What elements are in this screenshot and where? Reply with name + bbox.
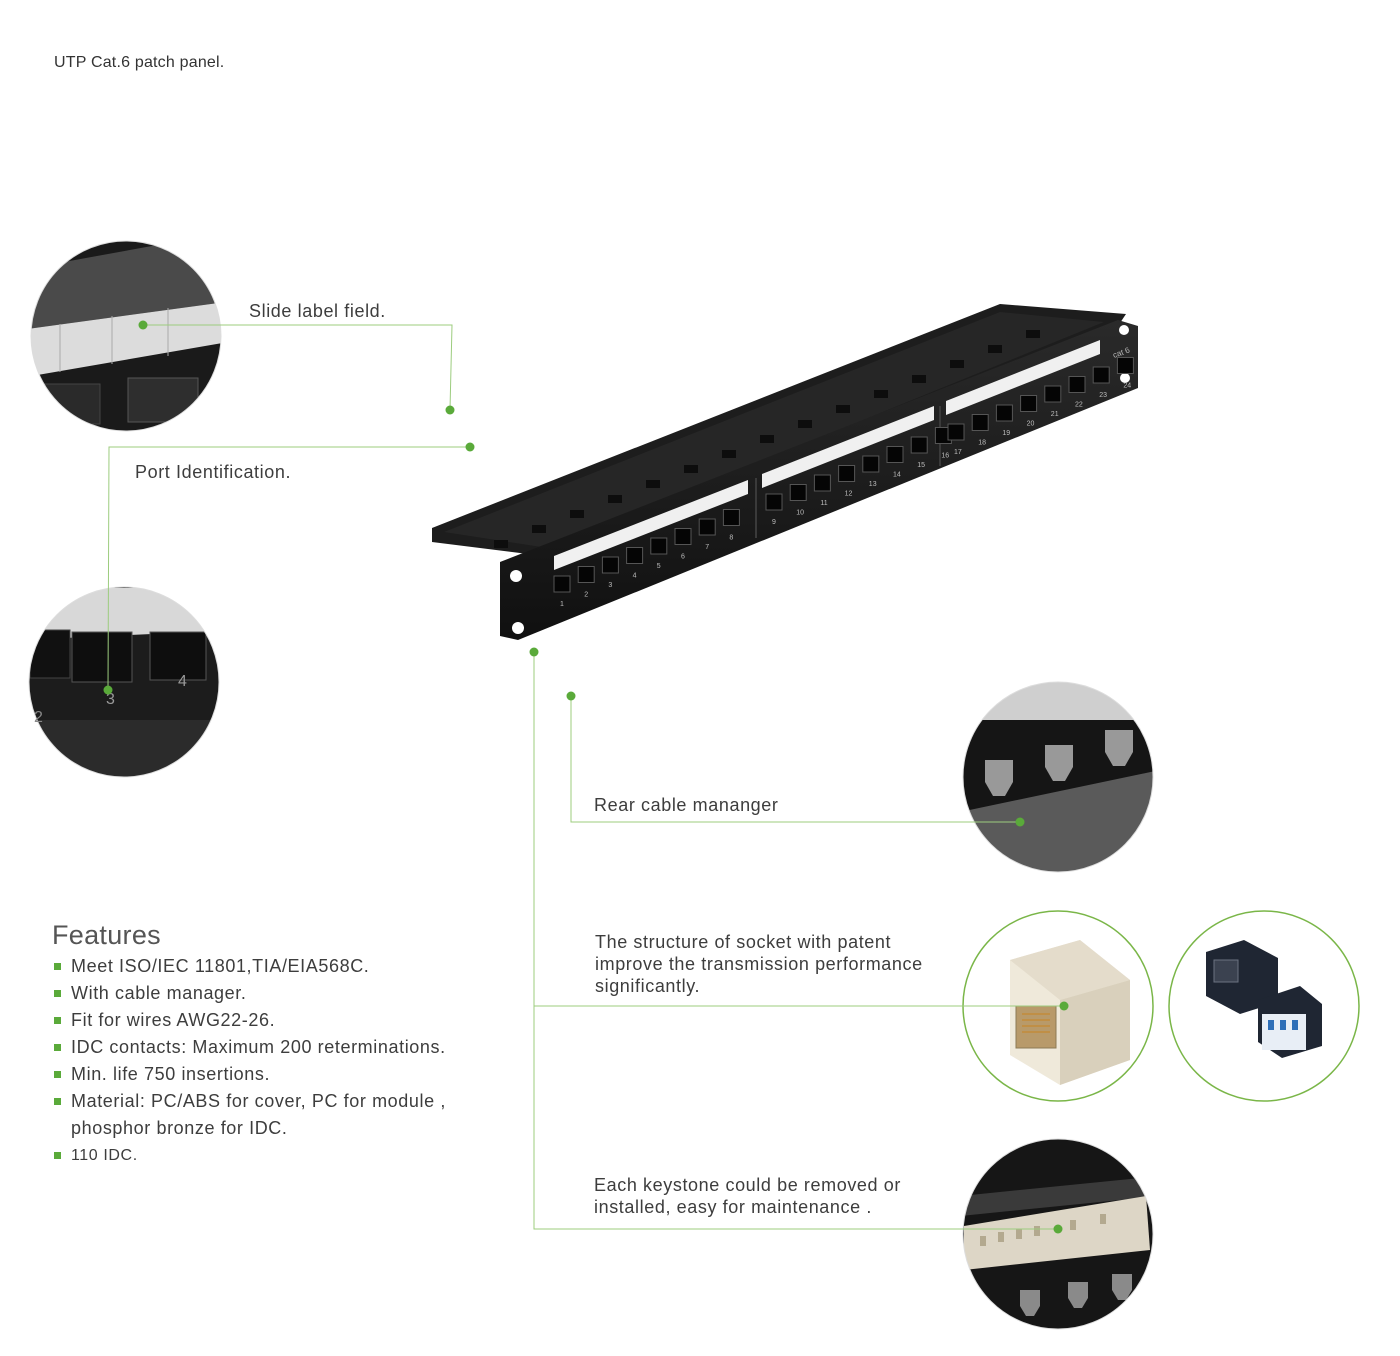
port-number: 12	[845, 491, 853, 498]
callout-line: improve the transmission performance	[595, 954, 923, 974]
rj45-port	[971, 414, 989, 431]
feature-item: Min. life 750 insertions.	[52, 1061, 446, 1088]
features-list: Meet ISO/IEC 11801,TIA/EIA568C. With cab…	[52, 953, 446, 1169]
rj45-port	[1044, 385, 1062, 403]
port-number: 18	[978, 440, 986, 447]
feature-item: With cable manager.	[52, 980, 446, 1007]
port-number: 9	[772, 519, 776, 526]
zoom-port-number: 3	[106, 691, 115, 708]
rj45-port	[674, 528, 692, 545]
rj45-port	[626, 547, 644, 564]
feature-item: Meet ISO/IEC 11801,TIA/EIA568C.	[52, 953, 446, 980]
socket-structure-callout: The structure of socket with patent impr…	[595, 931, 923, 997]
feature-item-text: Material: PC/ABS for cover, PC for modul…	[71, 1091, 446, 1111]
port-number: 4	[633, 573, 637, 580]
rear-cable-manager-callout: Rear cable mananger	[594, 795, 779, 815]
port-number: 1	[560, 601, 564, 608]
rj45-port	[1116, 357, 1134, 374]
rj45-port	[577, 566, 595, 583]
feature-item: Fit for wires AWG22-26.	[52, 1007, 446, 1034]
port-number: 15	[917, 462, 925, 469]
rj45-port	[838, 465, 856, 482]
port-number: 14	[893, 472, 901, 479]
port-number: 16	[941, 453, 949, 460]
leader-lines	[107, 324, 1064, 1230]
port-number: 5	[657, 563, 661, 570]
rear-cable-manager-zoom	[963, 682, 1153, 872]
features-heading: Features	[52, 920, 161, 950]
keystone-black-zoom	[1169, 911, 1359, 1101]
port-number: 20	[1027, 421, 1035, 428]
rj45-port	[947, 423, 965, 441]
rj45-port	[601, 556, 619, 574]
port-number: 21	[1051, 411, 1059, 418]
rj45-port	[813, 474, 831, 492]
port-identification-zoom	[29, 587, 219, 777]
port-number: 23	[1099, 392, 1107, 399]
slide-label-zoom	[31, 241, 221, 431]
rj45-port	[886, 446, 904, 463]
callout-line: The structure of socket with patent	[595, 932, 892, 952]
rj45-port	[789, 484, 807, 501]
port-number: 19	[1002, 430, 1010, 437]
feature-item-continuation: phosphor bronze for IDC.	[71, 1118, 288, 1138]
port-number: 10	[796, 510, 804, 517]
port-number: 17	[954, 449, 962, 456]
rj45-port	[910, 436, 928, 454]
port-number: 22	[1075, 402, 1083, 409]
keystone-callout: Each keystone could be removed or instal…	[594, 1174, 901, 1218]
feature-item: IDC contacts: Maximum 200 reterminations…	[52, 1034, 446, 1061]
callout-line: installed, easy for maintenance .	[594, 1197, 872, 1217]
slide-label-callout: Slide label field.	[249, 301, 386, 321]
rj45-port	[722, 509, 740, 526]
rj45-port	[553, 575, 571, 593]
rj45-port	[1068, 376, 1086, 393]
rj45-port	[650, 537, 668, 555]
port-identification-callout: Port Identification.	[135, 462, 292, 482]
port-number: 3	[608, 582, 612, 589]
feature-item: Material: PC/ABS for cover, PC for modul…	[52, 1088, 446, 1142]
port-number: 11	[820, 500, 827, 507]
port-number: 24	[1123, 383, 1131, 390]
rj45-port	[698, 518, 716, 536]
rj45-port	[765, 493, 783, 511]
keystone-install-zoom	[963, 1139, 1153, 1329]
callout-line: Each keystone could be removed or	[594, 1175, 901, 1195]
port-number: 8	[729, 535, 733, 542]
callout-line: significantly.	[595, 976, 701, 996]
port-number: 6	[681, 554, 685, 561]
features-section: Features Meet ISO/IEC 11801,TIA/EIA568C.…	[52, 920, 446, 1169]
port-number: 7	[705, 544, 709, 551]
zoom-port-number: 2	[34, 709, 43, 726]
page-title: UTP Cat.6 patch panel.	[54, 54, 225, 71]
rj45-port	[1020, 395, 1038, 412]
port-number: 13	[869, 481, 877, 488]
zoom-port-number: 4	[178, 673, 187, 690]
callout-dots	[103, 320, 1069, 1234]
feature-item: 110 IDC.	[52, 1142, 446, 1169]
rj45-port	[862, 455, 880, 473]
rj45-port	[1092, 366, 1110, 384]
port-number: 2	[584, 592, 588, 599]
rj45-port	[995, 404, 1013, 422]
